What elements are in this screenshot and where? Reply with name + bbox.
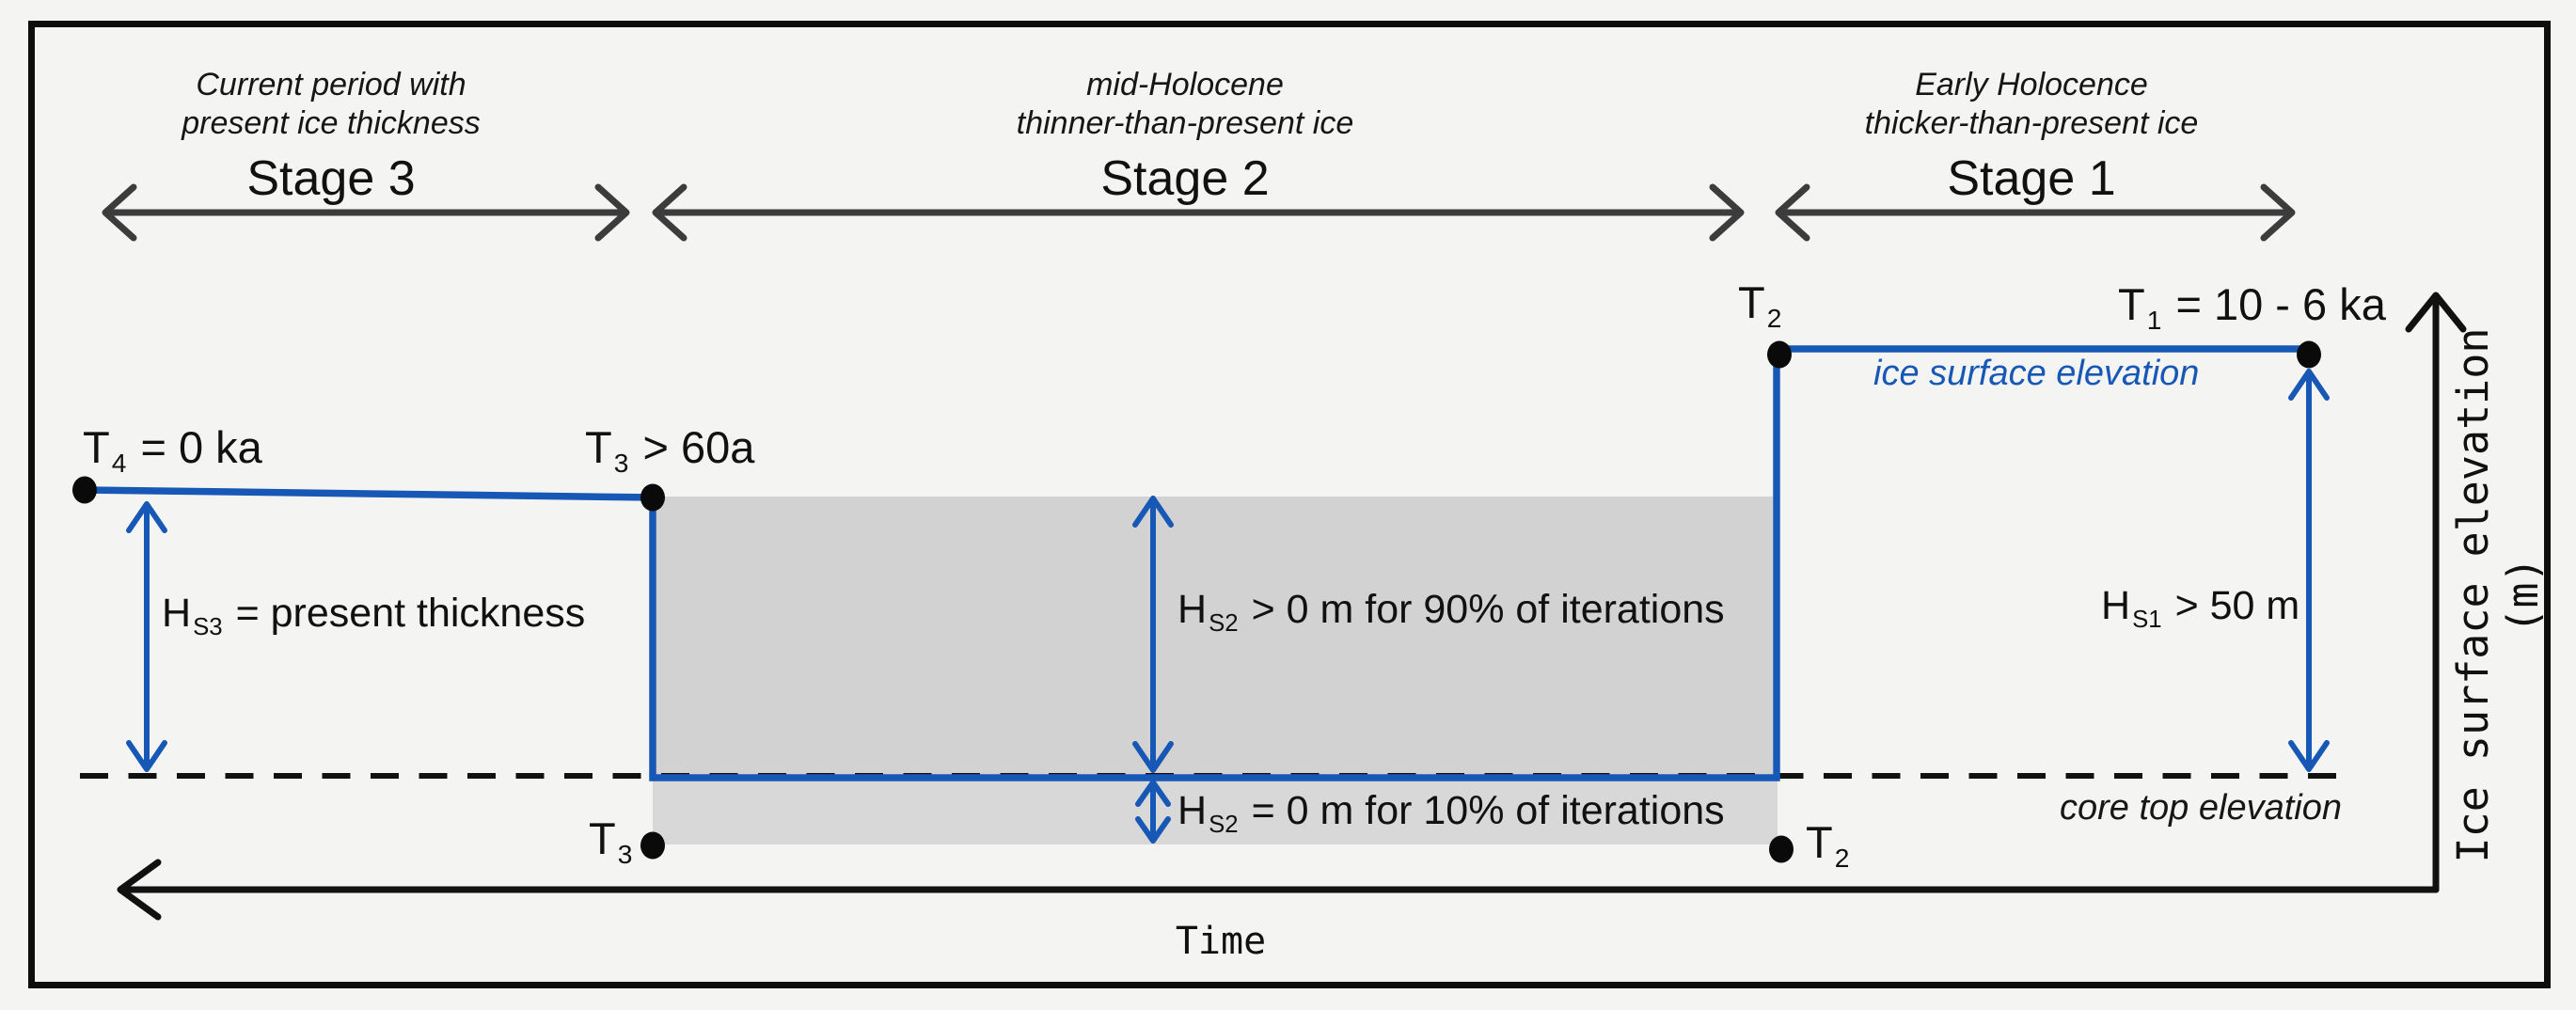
- point-t1: [2297, 340, 2321, 369]
- t1-subscript: 1: [2146, 304, 2162, 335]
- hs3-thickness-arrow: [126, 501, 167, 772]
- stage3-description-line2: present ice thickness: [182, 105, 481, 142]
- ice-surface-elevation-annotation: ice surface elevation: [1873, 354, 2200, 393]
- point-t2-bottom: [1769, 835, 1794, 863]
- stage1-title: Stage 1: [1947, 151, 2116, 206]
- t2-top-base: T: [1738, 277, 1765, 327]
- hs2-10pct-label: HS2 = 0 m for 10% of iterations: [1177, 788, 1725, 838]
- hs1-subscript: S1: [2132, 606, 2162, 633]
- hs2-10pct-base: H: [1177, 788, 1208, 833]
- hs2-10pct-subscript: S2: [1209, 811, 1239, 838]
- t3-top-value: > 60a: [630, 422, 755, 472]
- hs2-90pct-arrow: [1132, 496, 1174, 773]
- t4-label: T4 = 0 ka: [83, 421, 262, 478]
- t4-value: = 0 ka: [128, 422, 262, 472]
- stage3-description-line1: Current period with: [196, 67, 466, 103]
- t1-label: T1 = 10 - 6 ka: [2118, 278, 2386, 335]
- t2-bottom-base: T: [1806, 817, 1833, 867]
- stage3-extent-arrow: [102, 183, 630, 242]
- point-t4: [72, 476, 97, 504]
- hs1-thickness-arrow: [2288, 369, 2330, 772]
- point-t3-bottom: [640, 831, 665, 860]
- elevation-axis-label: Ice surface elevation (m): [2448, 327, 2548, 863]
- hs1-label: HS1 > 50 m: [2101, 583, 2300, 633]
- stage1-description: Early Holocence thicker-than-present ice: [1749, 66, 2314, 144]
- t4-subscript: 4: [111, 447, 127, 478]
- stage2-lower-gray-strip: [653, 780, 1778, 844]
- stage1-description-line1: Early Holocence: [1915, 67, 2148, 103]
- ice-surface-elevation-line: [84, 345, 2309, 781]
- hs3-label: HS3 = present thickness: [162, 591, 586, 640]
- point-t2-top: [1767, 340, 1792, 369]
- t3-top-subscript: 3: [613, 447, 629, 478]
- stage1-description-line2: thicker-than-present ice: [1864, 105, 2199, 142]
- t3-bottom-label: T3: [589, 813, 634, 869]
- core-top-elevation-annotation: core top elevation: [2060, 788, 2342, 828]
- time-axis-label: Time: [1175, 920, 1267, 963]
- hs3-value: = present thickness: [224, 591, 586, 636]
- stage2-title: Stage 2: [1100, 151, 1270, 206]
- t1-value: = 10 - 6 ka: [2163, 279, 2386, 329]
- hs2-90pct-label: HS2 > 0 m for 90% of iterations: [1177, 587, 1725, 637]
- hs3-base: H: [162, 591, 192, 636]
- t2-bottom-subscript: 2: [1834, 842, 1850, 873]
- t2-top-label: T2: [1738, 276, 1783, 333]
- stage2-description: mid-Holocene thinner-than-present ice: [903, 66, 1467, 144]
- time-axis-arrow: [117, 859, 2440, 921]
- t2-top-subscript: 2: [1766, 302, 1782, 333]
- t3-bottom-base: T: [589, 813, 616, 863]
- stage1-extent-arrow: [1775, 183, 2296, 242]
- elevation-axis-arrow: [2405, 292, 2467, 893]
- stage3-description: Current period with present ice thicknes…: [49, 66, 613, 144]
- t4-base: T: [83, 422, 110, 472]
- t1-base: T: [2118, 279, 2145, 329]
- hs2-90pct-base: H: [1177, 587, 1208, 632]
- t3-top-label: T3 > 60a: [585, 421, 755, 478]
- point-t3-top: [640, 483, 665, 512]
- t2-bottom-label: T2: [1806, 816, 1851, 873]
- hs2-90pct-subscript: S2: [1209, 609, 1239, 637]
- stage2-description-line1: mid-Holocene: [1086, 67, 1284, 103]
- t3-top-base: T: [585, 422, 612, 472]
- stage2-extent-arrow: [652, 183, 1745, 242]
- hs2-90pct-value: > 0 m for 90% of iterations: [1240, 587, 1725, 632]
- hs2-10pct-value: = 0 m for 10% of iterations: [1240, 788, 1725, 833]
- stage3-title: Stage 3: [246, 151, 416, 206]
- t3-bottom-subscript: 3: [617, 838, 633, 869]
- stage2-description-line2: thinner-than-present ice: [1016, 105, 1354, 142]
- hs2-10pct-arrow: [1135, 780, 1171, 844]
- figure-border: [28, 21, 2551, 988]
- hs1-base: H: [2101, 583, 2131, 628]
- stage2-upper-gray-box: [656, 497, 1773, 775]
- hs1-value: > 50 m: [2163, 583, 2300, 628]
- hs3-subscript: S3: [193, 613, 223, 640]
